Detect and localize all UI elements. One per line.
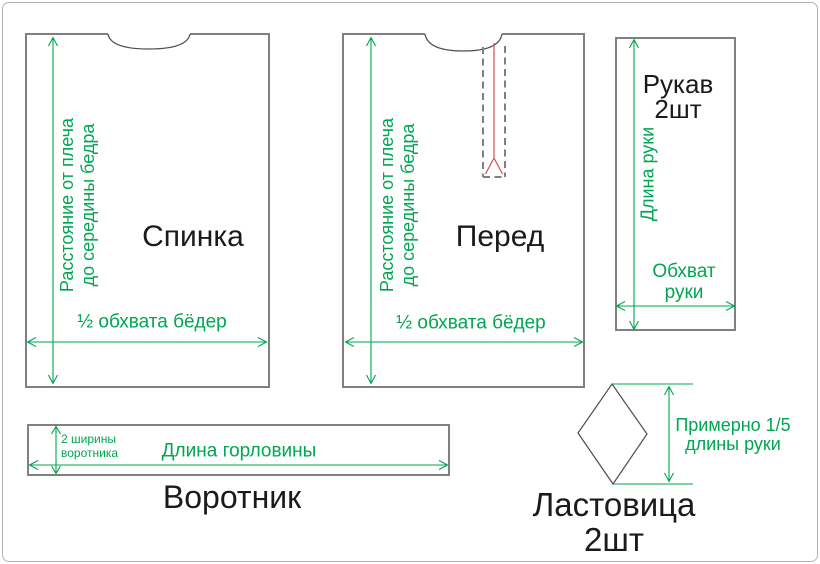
collar-width-dimension-label: Длина горловины	[161, 440, 317, 462]
gusset-piece-outline	[577, 382, 648, 486]
collar-height-dim-line2: воротника	[61, 445, 119, 460]
collar-width-arrow	[28, 460, 449, 470]
front-piece-outline	[342, 33, 585, 388]
collar-height-dim-line1: 2 ширины	[61, 432, 116, 446]
back-height-dim-line1: Расстояние от плеча	[57, 117, 77, 293]
gusset-piece-label: Ластовица 2шт	[533, 487, 696, 557]
front-neckline-curve	[424, 33, 503, 52]
front-width-arrow	[344, 337, 584, 347]
sleeve-width-dim-line2: руки	[664, 282, 704, 303]
gusset-extension-lines	[612, 383, 693, 485]
sleeve-label-line2: 2шт	[654, 94, 702, 124]
front-height-dim-line1: Расстояние от плеча	[377, 117, 397, 293]
sleeve-length-arrow	[629, 38, 639, 331]
slit-facing-dashed-outline	[482, 46, 506, 178]
back-height-dimension-label: Расстояние от плеча до середины бедра	[57, 118, 99, 292]
gusset-label-line1: Ластовица	[532, 486, 696, 523]
sleeve-piece-outline	[615, 37, 736, 331]
gusset-label-line2: 2шт	[584, 521, 644, 558]
sleeve-width-dimension-label: Обхват руки	[652, 261, 715, 303]
front-slit-line	[484, 43, 504, 175]
gusset-height-dim-line1: Примерно 1/5	[675, 415, 791, 435]
back-height-dim-line2: до середины бедра	[78, 123, 98, 287]
sleeve-label-line1: Рукав	[642, 69, 714, 99]
back-width-dimension-label: ½ обхвата бёдер	[77, 311, 227, 333]
front-height-arrow	[366, 36, 376, 385]
back-neckline-curve	[107, 33, 191, 50]
sleeve-length-dimension-label: Длина руки	[637, 126, 658, 222]
sleeve-width-dim-line1: Обхват	[652, 261, 716, 282]
collar-height-dimension-label: 2 ширины воротника	[61, 432, 119, 460]
collar-height-arrow	[51, 425, 61, 475]
back-height-arrow	[48, 36, 58, 385]
gusset-height-dim-line2: длины руки	[685, 434, 781, 454]
collar-piece-outline	[27, 424, 450, 476]
gusset-height-dimension-label: Примерно 1/5 длины руки	[675, 416, 790, 454]
sleeve-piece-label: Рукав 2шт	[642, 69, 714, 124]
front-height-dim-line2: до середины бедра	[398, 123, 418, 287]
back-width-arrow	[26, 337, 268, 347]
front-piece-label: Перед	[455, 220, 545, 253]
sleeve-width-arrow	[615, 301, 736, 311]
front-width-dimension-label: ½ обхвата бёдер	[396, 312, 546, 334]
gusset-height-arrow	[664, 385, 674, 483]
back-piece-outline	[25, 33, 270, 388]
collar-piece-label: Воротник	[162, 479, 302, 515]
front-height-dimension-label: Расстояние от плеча до середины бедра	[377, 118, 419, 292]
back-piece-label: Спинка	[142, 220, 244, 253]
